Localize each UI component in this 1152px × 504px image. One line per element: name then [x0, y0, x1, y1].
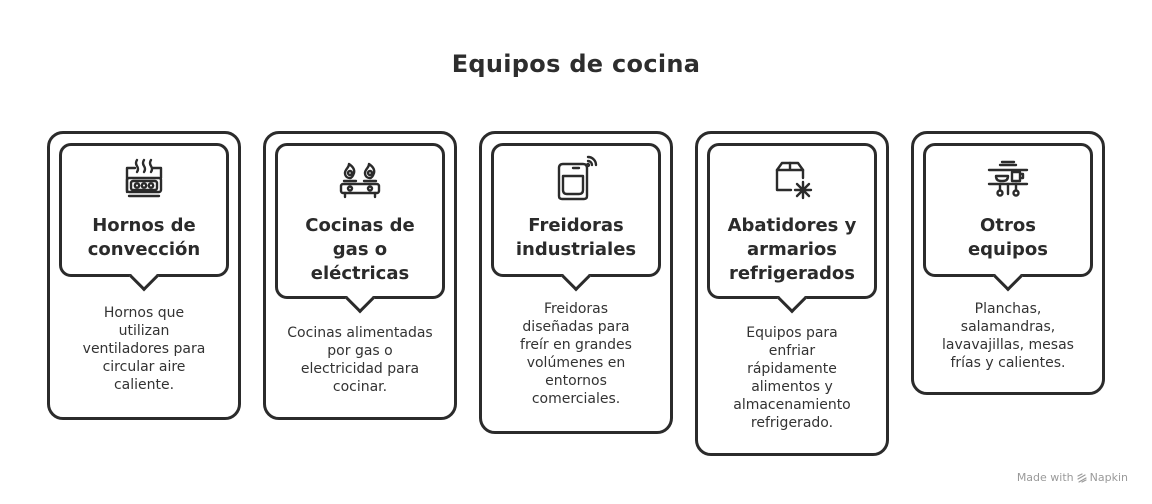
- made-with-label: Made with: [1016, 471, 1074, 484]
- card-title: Cocinas de gas o eléctricas: [305, 215, 415, 284]
- card-description: Hornos que utilizan ventiladores para ci…: [82, 305, 206, 393]
- card-description: Freidoras diseñadas para freír en grande…: [520, 301, 632, 407]
- card-header-cocinas: Cocinas de gas o eléctricas: [275, 143, 445, 314]
- oven-icon: [119, 154, 169, 204]
- card-title: Freidoras industriales: [515, 215, 637, 260]
- card-title: Abatidores y armarios refrigerados: [727, 215, 857, 284]
- diagram-title: Equipos de cocina: [451, 50, 701, 78]
- card-title: Otros equipos: [967, 215, 1049, 260]
- fridge-box-snowflake-icon: [767, 154, 817, 204]
- napkin-logo-icon: [1077, 472, 1087, 483]
- shelf-utensils-icon: [983, 154, 1033, 204]
- card-header-hornos: Hornos de convección: [59, 143, 229, 292]
- gas-stove-icon: [335, 154, 385, 204]
- napkin-brand-label: Napkin: [1089, 471, 1128, 484]
- card-header-abatidores: Abatidores y armarios refrigerados: [707, 143, 877, 314]
- fryer-icon: [551, 154, 601, 204]
- card-description: Equipos para enfriar rápidamente aliment…: [733, 325, 851, 431]
- card-title: Hornos de convección: [87, 215, 201, 260]
- card-header-freidoras: Freidoras industriales: [491, 143, 661, 292]
- napkin-watermark: Made with Napkin: [1017, 471, 1128, 484]
- card-description: Planchas, salamandras, lavavajillas, mes…: [942, 301, 1074, 371]
- card-description: Cocinas alimentadas por gas o electricid…: [287, 325, 433, 395]
- card-header-otros: Otros equipos: [923, 143, 1093, 292]
